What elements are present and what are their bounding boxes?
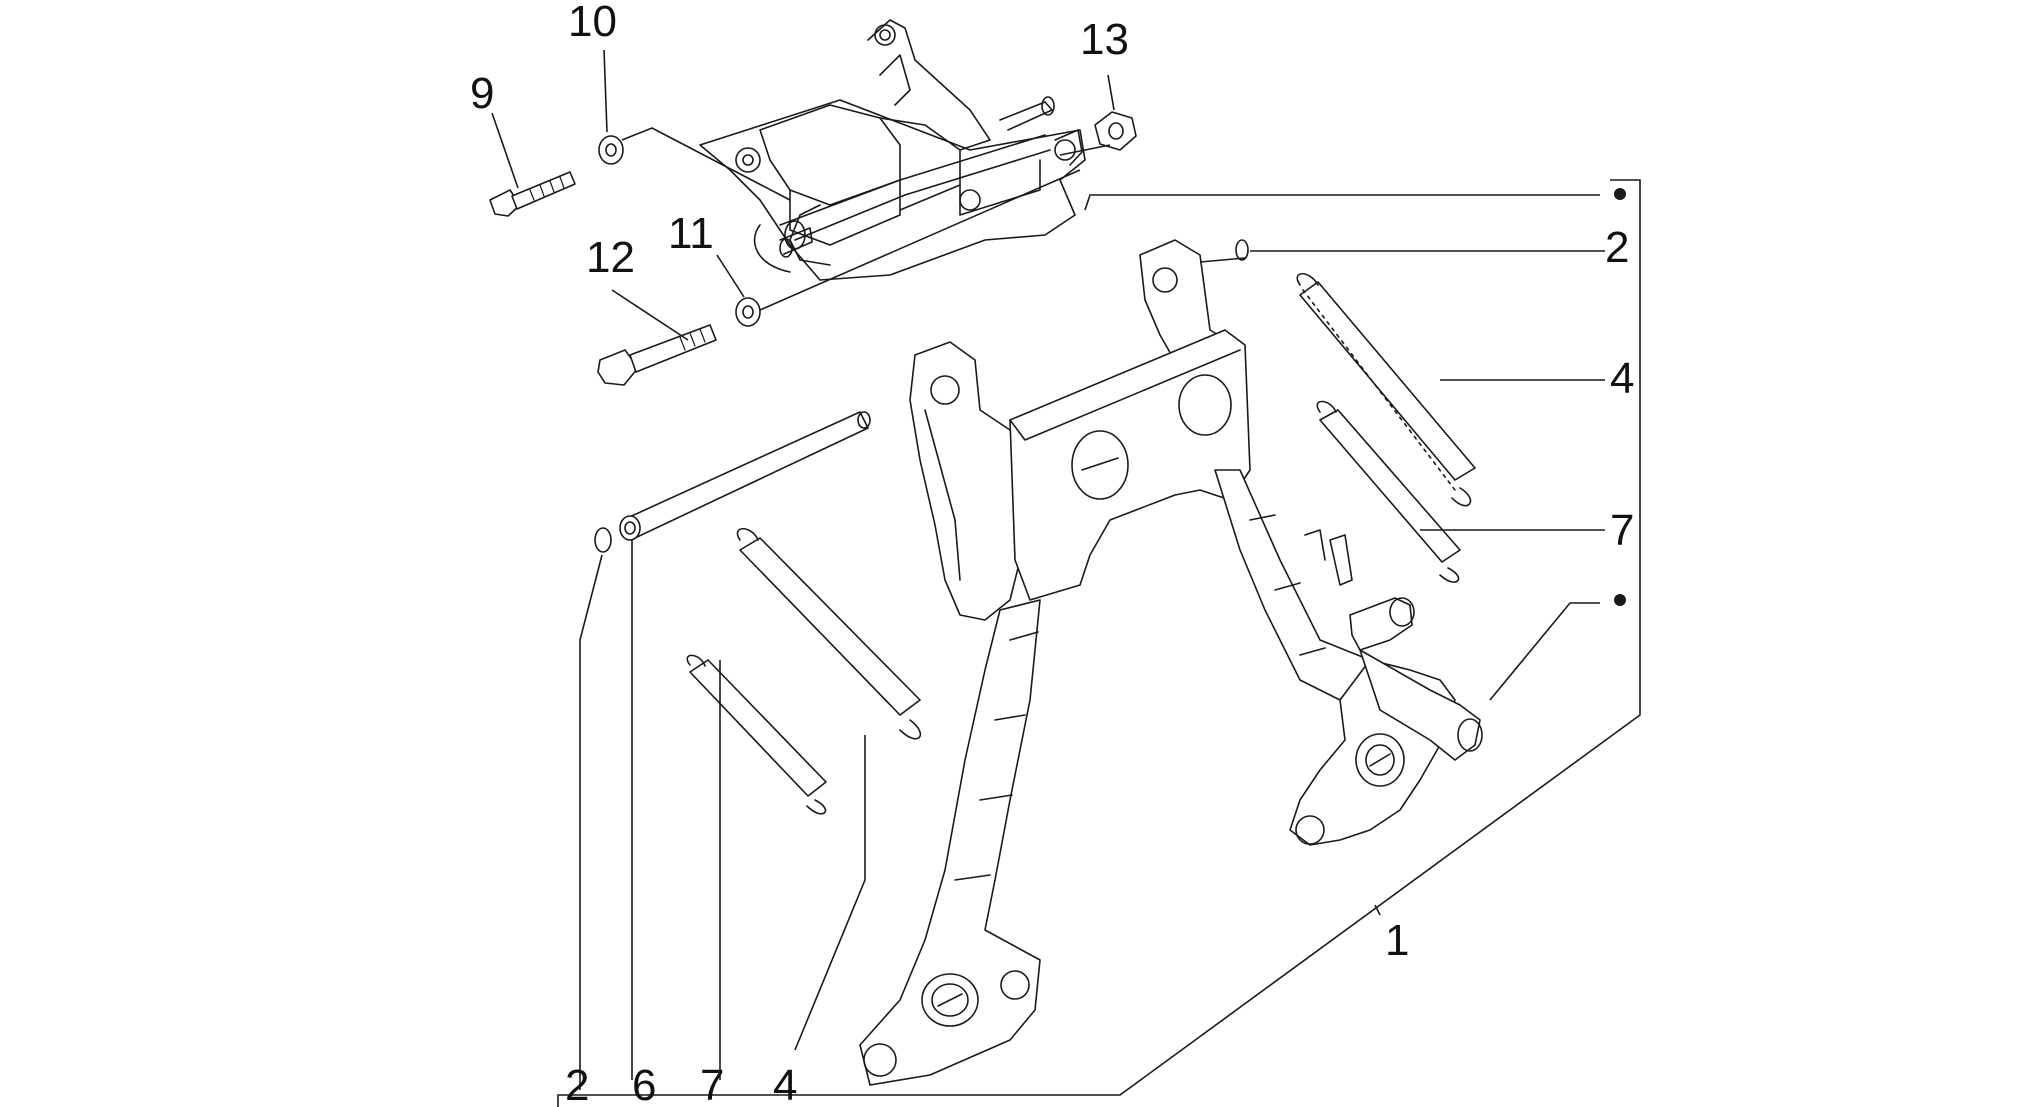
bolt-12 xyxy=(597,324,717,386)
circlip-left xyxy=(594,527,612,553)
bolt-9 xyxy=(489,171,576,217)
mounting-bracket xyxy=(699,19,1086,281)
callout-1: 1 xyxy=(1385,916,1409,965)
callout-9: 9 xyxy=(470,69,494,118)
washer-11 xyxy=(735,297,761,327)
callout-6-bottom: 6 xyxy=(632,1061,656,1107)
callout-7-bottom: 7 xyxy=(700,1061,724,1107)
pivot-pin xyxy=(619,411,871,541)
washer-10 xyxy=(598,135,624,165)
callout-2-top: 2 xyxy=(1605,223,1629,272)
callouts: 9 10 13 12 11 2 4 7 1 2 6 7 4 xyxy=(470,0,1634,1107)
callout-4-bottom: 4 xyxy=(773,1061,797,1107)
spring-7-right xyxy=(1316,400,1461,583)
callout-10: 10 xyxy=(568,0,617,46)
leader-lines xyxy=(491,49,1641,1107)
callout-2-bottom: 2 xyxy=(565,1061,589,1107)
circlip-right xyxy=(1235,239,1249,261)
callout-11: 11 xyxy=(668,209,714,258)
callout-13: 13 xyxy=(1080,15,1129,64)
callout-12: 12 xyxy=(586,233,635,282)
nut-13 xyxy=(1094,111,1137,151)
spring-7-left xyxy=(686,654,827,815)
main-stand-frame xyxy=(859,239,1483,1086)
spring-4-right xyxy=(1296,272,1476,507)
callout-7-right: 7 xyxy=(1610,506,1634,555)
spring-4-left xyxy=(736,527,922,740)
callout-4-right: 4 xyxy=(1610,354,1634,403)
